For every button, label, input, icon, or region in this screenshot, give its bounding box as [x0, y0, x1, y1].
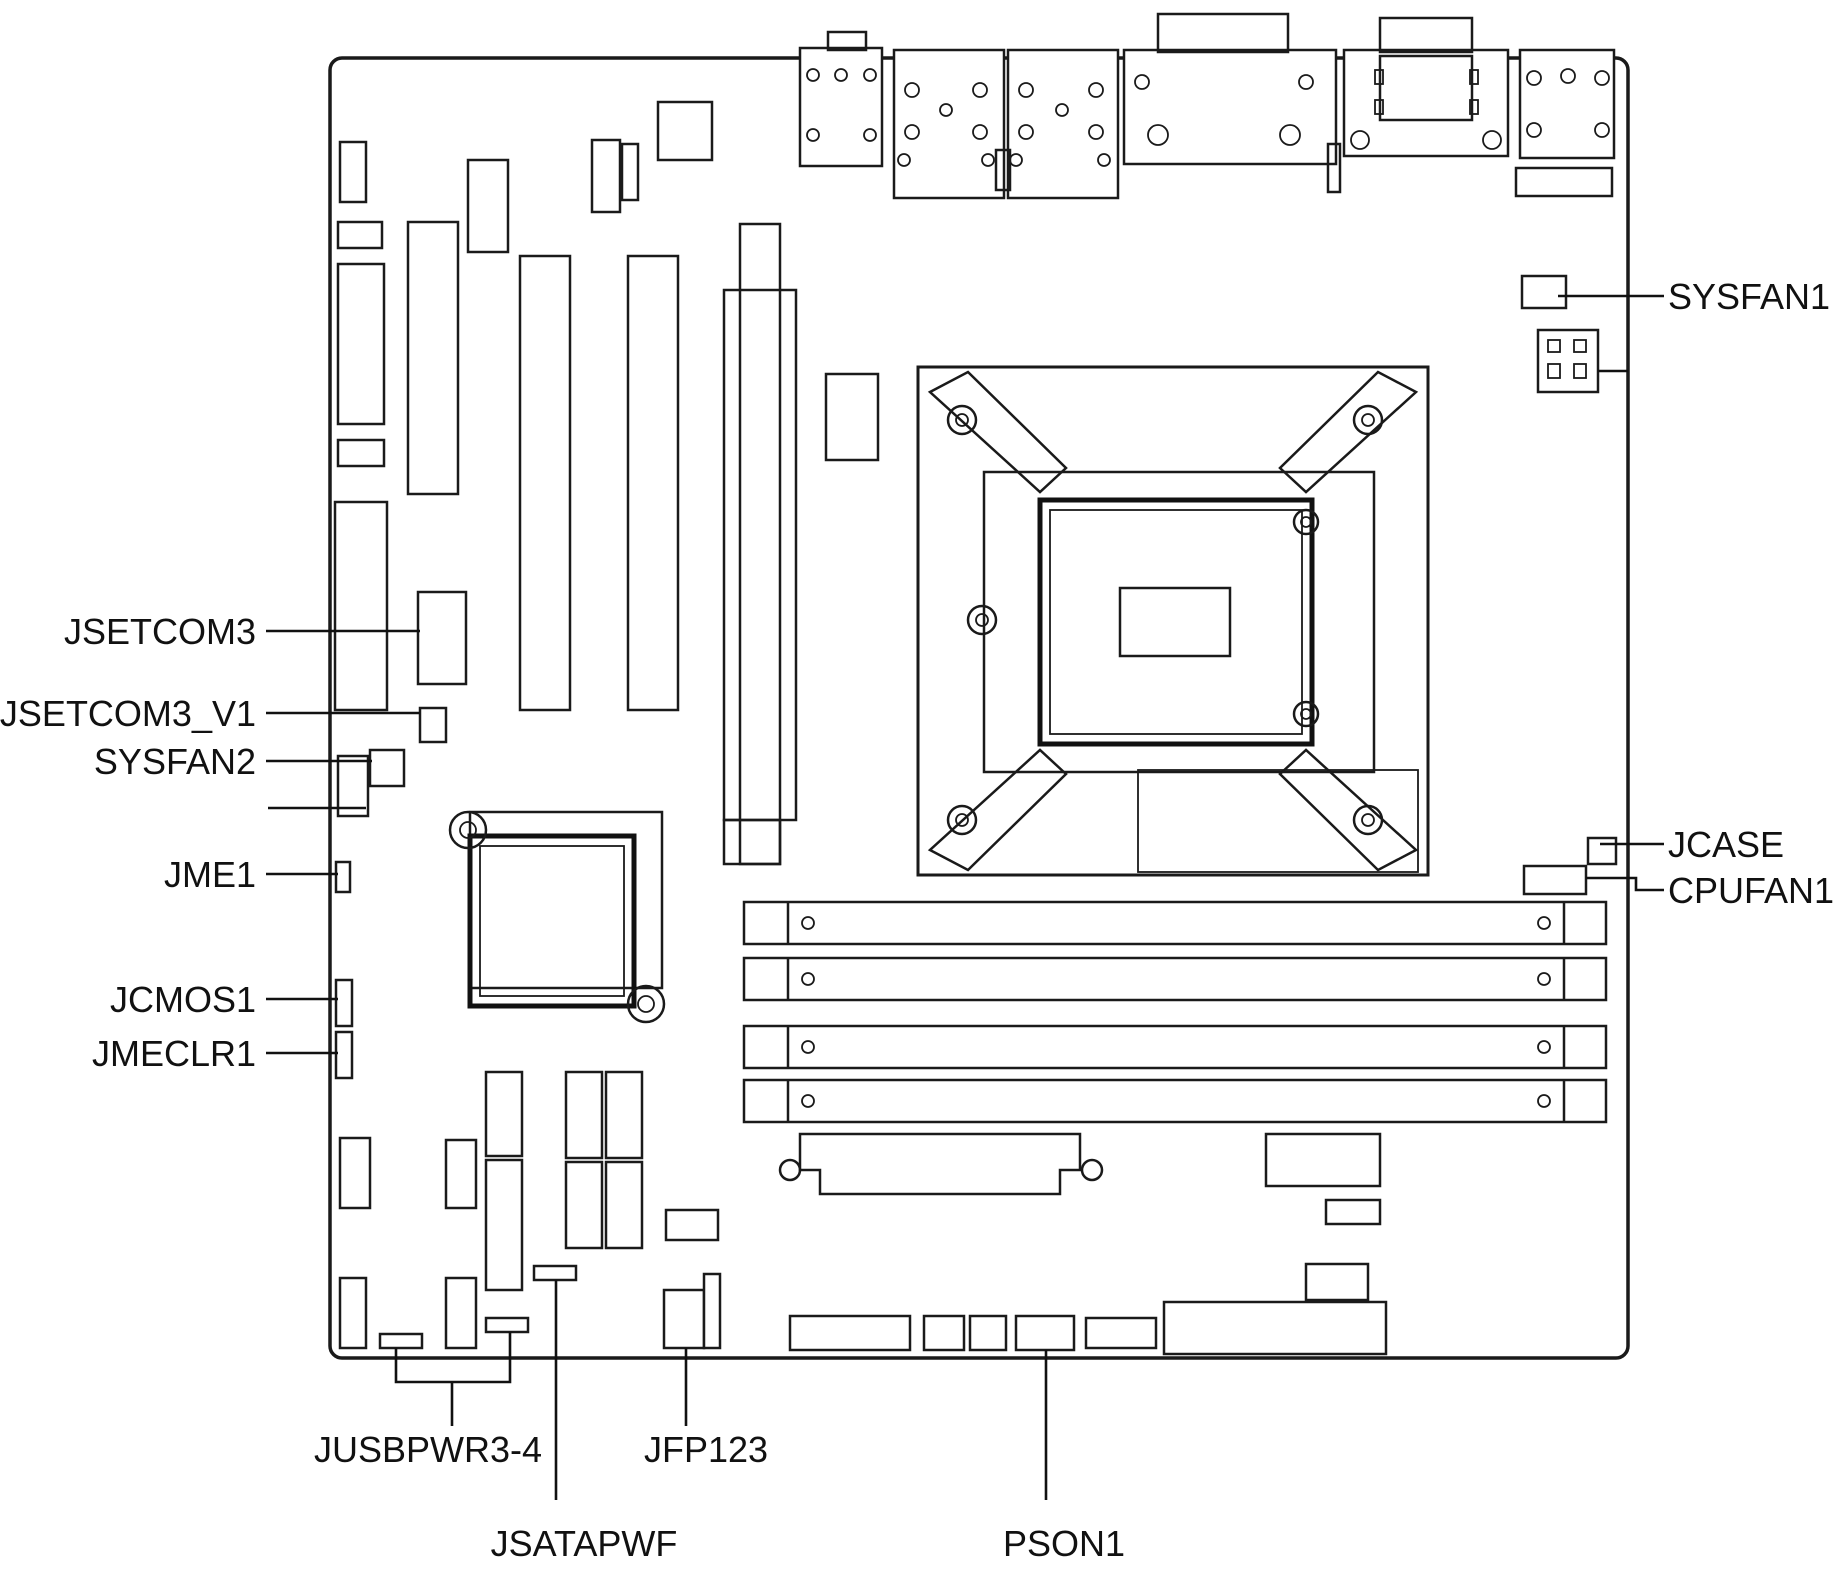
label-jcase: JCASE	[1668, 824, 1784, 865]
expansion-slots	[518, 222, 798, 866]
sata-stack-2a	[564, 1070, 604, 1160]
pcie-x16-slot	[738, 222, 782, 866]
header-left-top	[338, 140, 368, 204]
usb-lan-stack-2	[994, 48, 1120, 200]
jcase-header	[1586, 836, 1618, 866]
jsatapwf-header	[532, 1264, 578, 1282]
jmeclr1-jumper	[334, 1030, 354, 1080]
label-cpufan1: CPUFAN1	[1668, 870, 1834, 911]
callout-jsetcom3: JSETCOM3	[64, 611, 420, 652]
connector-left-2	[336, 438, 386, 468]
label-sysfan2: SYSFAN2	[94, 741, 256, 782]
callout-jcase: JCASE	[1600, 824, 1784, 865]
chip-lower	[664, 1208, 720, 1242]
callout-sysfan2: SYSFAN2	[94, 741, 372, 782]
label-jsetcom3: JSETCOM3	[64, 611, 256, 652]
callout-jsatapwf: JSATAPWF	[491, 1280, 678, 1564]
callout-jcmos1: JCMOS1	[110, 979, 338, 1020]
label-jmeclr1: JMECLR1	[92, 1033, 256, 1074]
sata-stack-2d	[604, 1160, 644, 1250]
label-pson1: PSON1	[1003, 1523, 1125, 1564]
chip-top	[656, 100, 714, 162]
label-jfp123: JFP123	[644, 1429, 768, 1470]
audio-jack	[798, 30, 884, 168]
callout-sysfan1: SYSFAN1	[1558, 276, 1830, 317]
jusbpwr4-header	[484, 1316, 530, 1334]
usb-header-left	[336, 754, 370, 818]
connector-left-long	[333, 500, 389, 712]
pci-slot-1	[518, 254, 572, 712]
usb-lan-stack-1	[892, 48, 1006, 200]
jsetcom3-v1-header	[418, 706, 448, 744]
header-bottom-left	[338, 1276, 368, 1350]
inductor-top	[466, 158, 510, 254]
callout-pson1: PSON1	[1003, 1350, 1125, 1564]
header-bottom-2	[444, 1276, 478, 1350]
serial-port-connector	[1122, 12, 1342, 194]
dimm-slot-2	[742, 956, 1608, 1002]
bottom-header-4	[1084, 1316, 1158, 1350]
connector-left-1	[336, 262, 386, 426]
rear-io-panel	[798, 12, 1616, 200]
sata-stack-2b	[604, 1070, 644, 1160]
chipset	[448, 810, 666, 1024]
atx-12v-connector	[1536, 328, 1600, 394]
header-top-1	[590, 138, 622, 214]
header-left-small	[336, 220, 384, 250]
label-jusbpwr3-4: JUSBPWR3-4	[314, 1429, 542, 1470]
sysfan2-header	[368, 748, 406, 788]
label-jsatapwf: JSATAPWF	[491, 1523, 678, 1564]
chip-mid-lower	[798, 1132, 1082, 1196]
dimm-slot-3	[742, 1024, 1608, 1070]
sata-stack-1b	[484, 1158, 524, 1292]
pci-slot-2	[626, 254, 680, 712]
cpufan1-header	[1522, 864, 1588, 896]
bios-chip	[1264, 1132, 1382, 1188]
jcmos1-jumper	[334, 978, 354, 1028]
callout-jmeclr1: JMECLR1	[92, 1033, 338, 1074]
jfp123-side	[702, 1272, 722, 1350]
dimm-slots	[742, 900, 1608, 1124]
dimm-slot-4	[742, 1078, 1608, 1124]
dimm-slot-1	[742, 900, 1608, 946]
bottom-header-1	[788, 1314, 912, 1352]
jsetcom3-header	[416, 590, 468, 686]
bottom-header-3	[968, 1314, 1008, 1352]
sysfan1-header	[1520, 274, 1568, 310]
cpu-socket	[916, 365, 1430, 877]
header-mid	[824, 372, 880, 462]
slot-short	[406, 220, 460, 496]
jfp123-header	[662, 1288, 706, 1350]
callout-jfp123: JFP123	[644, 1348, 768, 1470]
callout-jusbpwr3-4: JUSBPWR3-4	[314, 1332, 542, 1470]
header-top-2	[620, 142, 640, 202]
jusbpwr3-header	[378, 1332, 424, 1350]
bottom-header-2	[922, 1314, 966, 1352]
callout-cpufan1: CPUFAN1	[1586, 870, 1834, 911]
header-lower-left-2	[444, 1138, 478, 1210]
label-jcmos1: JCMOS1	[110, 979, 256, 1020]
display-connector	[1342, 16, 1510, 158]
chip-bottom-right	[1304, 1262, 1370, 1302]
sata-stack-1a	[484, 1070, 524, 1158]
label-jsetcom3-v1: JSETCOM3_V1	[0, 693, 256, 734]
callout-jme1: JME1	[164, 854, 338, 895]
sata-stack-2c	[564, 1160, 604, 1250]
label-jme1: JME1	[164, 854, 256, 895]
usb-stack-right	[1514, 48, 1616, 198]
label-sysfan1: SYSFAN1	[1668, 276, 1830, 317]
callout-jsetcom3-v1: JSETCOM3_V1	[0, 693, 420, 734]
header-lower-left-1	[338, 1136, 372, 1210]
pson1-header	[1014, 1314, 1076, 1352]
header-mid-right	[1324, 1198, 1382, 1226]
atx-power-connector	[1162, 1300, 1388, 1356]
jme1-jumper	[334, 860, 352, 894]
